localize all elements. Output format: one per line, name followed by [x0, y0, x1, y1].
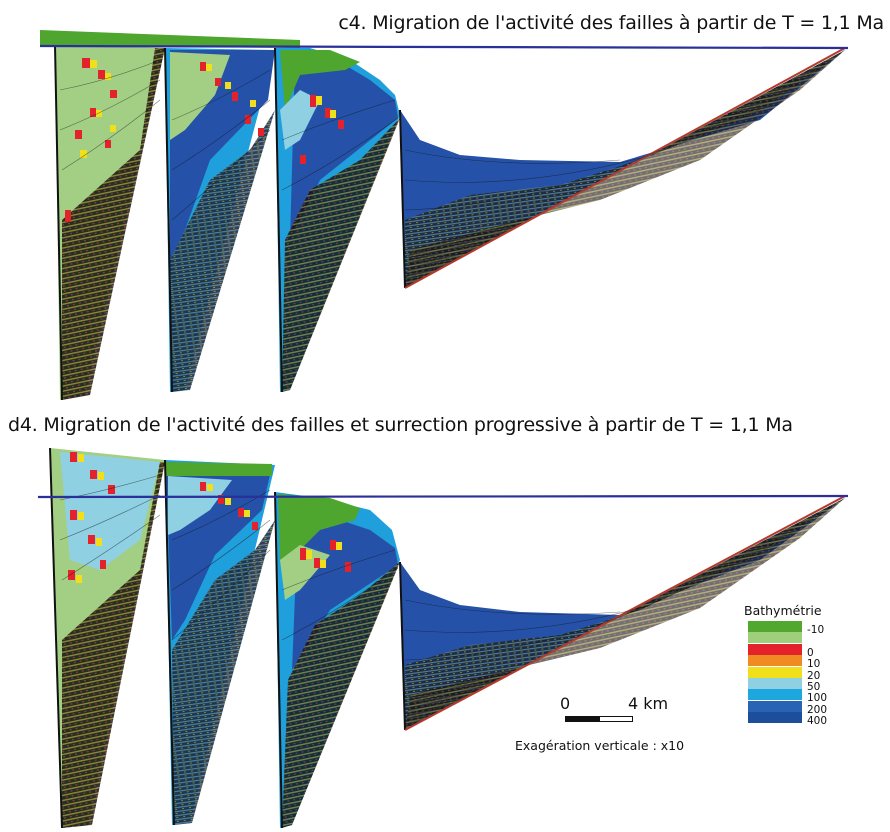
- legend-swatch: [748, 655, 802, 667]
- legend-label: -10: [807, 624, 825, 636]
- fault-block-4-ramp: [399, 495, 846, 731]
- legend-swatch: [748, 712, 802, 724]
- legend-label: 50: [807, 681, 821, 693]
- fault-block-3: [274, 491, 400, 829]
- top-sediment-strip: [40, 30, 300, 48]
- legend-label: 100: [807, 692, 828, 705]
- fault-block-1: [49, 447, 165, 829]
- legend-swatch: [748, 689, 802, 701]
- legend-label: 10: [807, 658, 821, 671]
- scale-start-label: 0: [560, 694, 571, 713]
- fault-block-2: [164, 459, 275, 826]
- legend-swatch: [748, 632, 802, 644]
- vertical-exaggeration-label: Exagération verticale : x10: [515, 738, 685, 753]
- panel-d4-cross-section: [37, 447, 849, 829]
- sea-level-line: [37, 494, 849, 499]
- legend-swatch: [748, 621, 802, 632]
- legend-title: Bathymétrie: [744, 603, 822, 618]
- legend-swatch: [748, 643, 802, 655]
- legend-swatch: [748, 666, 802, 678]
- scale-bar-graphic: [565, 716, 633, 722]
- fault-block-2: [164, 47, 275, 393]
- legend-label: 200: [807, 703, 828, 716]
- legend-swatch: [748, 700, 802, 712]
- legend-label: 20: [807, 669, 821, 682]
- panel-d4-title: d4. Migration de l'activité des failles …: [8, 414, 793, 436]
- panel-c4-title: c4. Migration de l'activité des failles …: [338, 12, 884, 34]
- legend-label: 0: [807, 646, 814, 659]
- legend-swatch: [748, 678, 802, 689]
- panel-c4-cross-section: [39, 30, 849, 401]
- legend-label: 400: [807, 715, 828, 728]
- sea-level-line: [39, 44, 849, 50]
- fault-block-4-ramp: [399, 47, 846, 289]
- scale-end-label: 4 km: [628, 694, 669, 713]
- fault-block-1: [54, 44, 165, 401]
- fault-block-3: [274, 47, 400, 393]
